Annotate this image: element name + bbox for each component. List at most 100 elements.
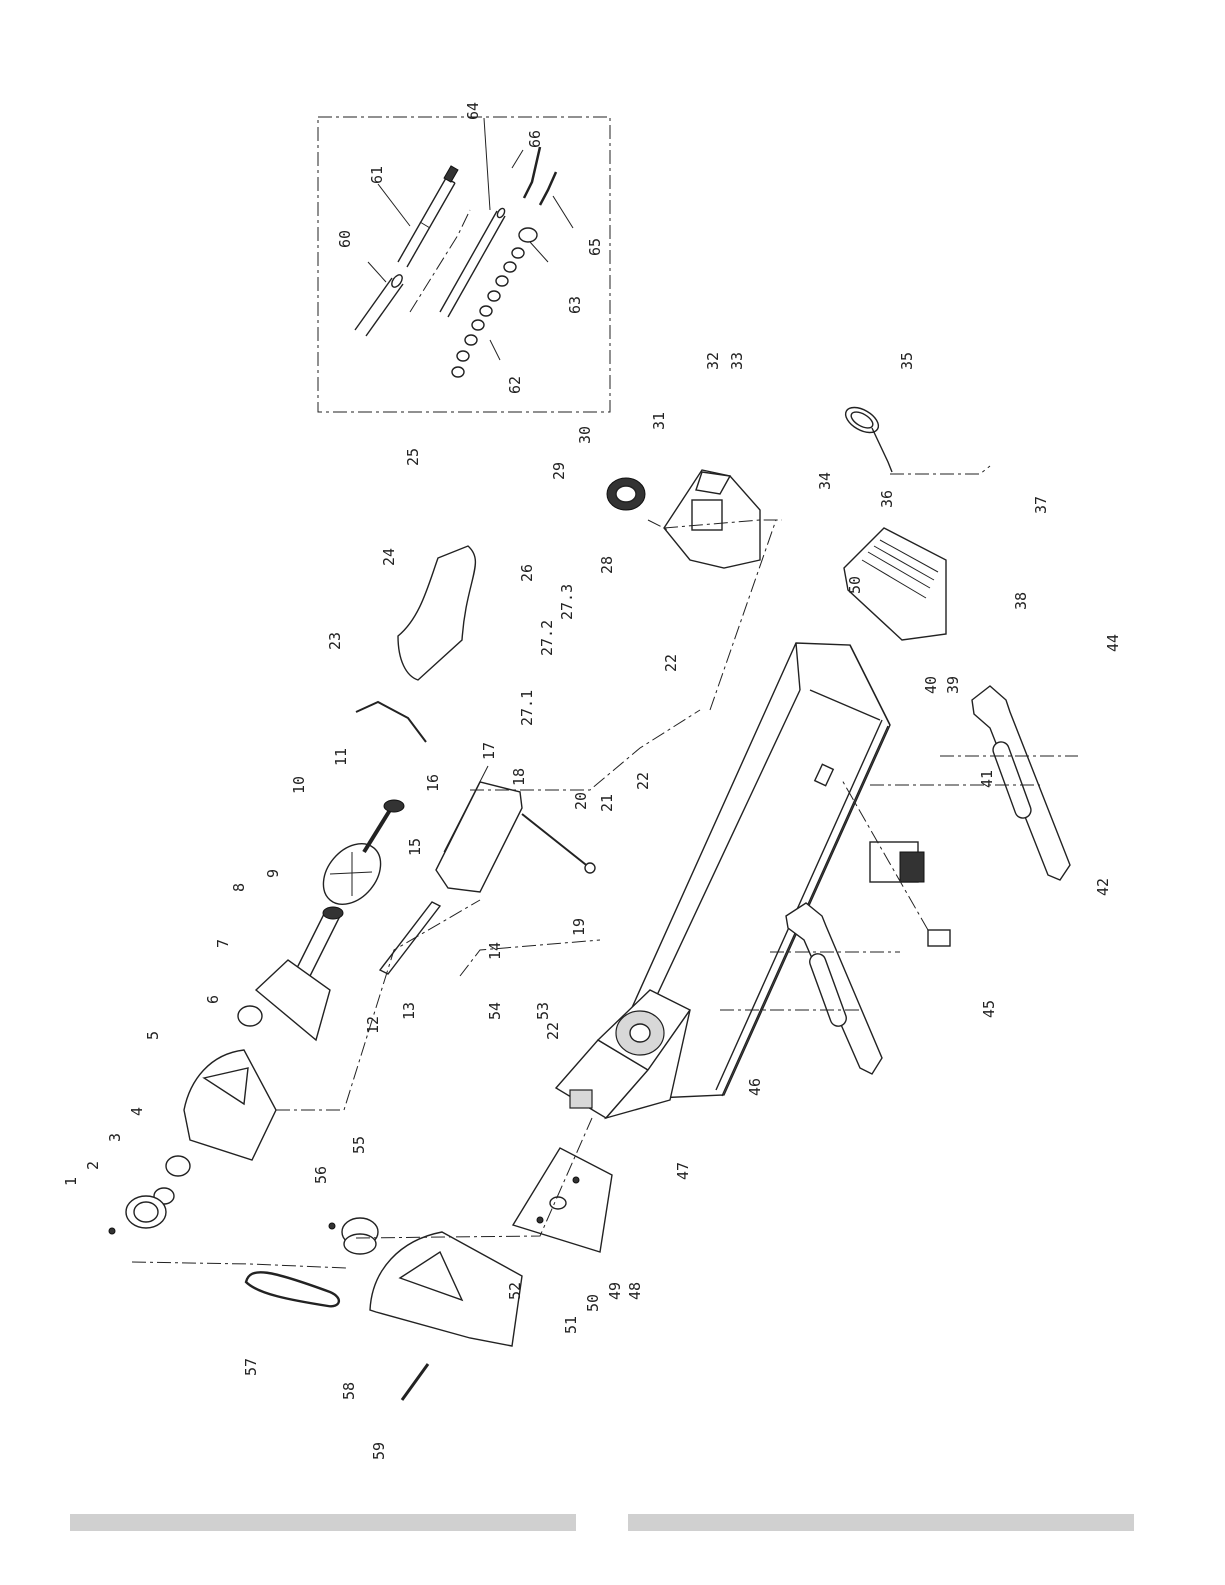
label-22-a: 22	[544, 1022, 562, 1040]
label-8: 8	[230, 883, 248, 892]
label-45: 45	[980, 1000, 998, 1018]
label-16: 16	[424, 774, 442, 792]
label-35: 35	[898, 352, 916, 370]
accessory-kit-box	[318, 117, 610, 412]
label-54: 54	[486, 1002, 504, 1020]
label-12: 12	[364, 1016, 382, 1034]
label-59: 59	[370, 1442, 388, 1460]
part-20-rod	[522, 814, 595, 873]
part-45-switch	[870, 842, 950, 946]
part-24-guard	[398, 546, 475, 680]
part-11-shaft	[364, 800, 404, 852]
label-41: 41	[978, 770, 996, 788]
label-42: 42	[1094, 878, 1112, 896]
label-60: 60	[336, 230, 354, 248]
part-48-motor-plate	[513, 1148, 612, 1252]
label-29: 29	[550, 462, 568, 480]
part-61-spindle	[398, 166, 458, 267]
label-14: 14	[486, 942, 504, 960]
part-5-housing	[184, 1050, 276, 1160]
label-47: 47	[674, 1162, 692, 1180]
label-25: 25	[404, 448, 422, 466]
part-63-washer	[519, 228, 537, 242]
label-27-1: 27.1	[518, 690, 536, 726]
label-19: 19	[570, 918, 588, 936]
label-26: 26	[518, 564, 536, 582]
part-58-belt-cover	[370, 1232, 522, 1346]
part-2-pulley	[126, 1196, 166, 1228]
part-66-hex-key	[524, 147, 540, 198]
label-49: 49	[606, 1282, 624, 1300]
part-6-bearing	[238, 1006, 262, 1026]
part-59-screw	[402, 1364, 428, 1400]
label-24: 24	[380, 548, 398, 566]
label-39: 39	[944, 676, 962, 694]
label-34: 34	[816, 472, 834, 490]
label-30: 30	[576, 426, 594, 444]
label-31: 31	[650, 412, 668, 430]
label-22-b: 22	[634, 772, 652, 790]
label-6: 6	[204, 995, 222, 1004]
part-30-knob	[607, 478, 645, 510]
label-5: 5	[144, 1031, 162, 1040]
label-33: 33	[728, 352, 746, 370]
part-labels: 1 2 3 4 5 6 7 8 9 10 11 12 13 14 15 16 1…	[62, 102, 1122, 1460]
label-3: 3	[106, 1133, 124, 1142]
label-21: 21	[598, 794, 616, 812]
label-44: 44	[1104, 634, 1122, 652]
label-57: 57	[242, 1358, 260, 1376]
part-10-disc	[312, 833, 392, 916]
label-53: 53	[534, 1002, 552, 1020]
label-40: 40	[922, 676, 940, 694]
label-62: 62	[506, 376, 524, 394]
part-47-motor	[556, 990, 690, 1118]
label-2: 2	[84, 1161, 102, 1170]
label-58: 58	[340, 1382, 358, 1400]
label-1: 1	[62, 1177, 80, 1186]
part-56-set-screw	[329, 1223, 335, 1229]
label-61: 61	[368, 166, 386, 184]
label-48: 48	[626, 1282, 644, 1300]
label-36: 36	[878, 490, 896, 508]
label-63: 63	[566, 296, 584, 314]
label-32: 32	[704, 352, 722, 370]
label-28: 28	[598, 556, 616, 574]
foot-bracket-front	[786, 903, 882, 1074]
label-20: 20	[572, 792, 590, 810]
label-51: 51	[562, 1316, 580, 1334]
label-9: 9	[264, 869, 282, 878]
label-22-c: 22	[662, 654, 680, 672]
label-18: 18	[510, 768, 528, 786]
label-66: 66	[526, 130, 544, 148]
part-7-plate	[256, 960, 330, 1040]
label-50-b: 50	[846, 576, 864, 594]
label-46: 46	[746, 1078, 764, 1096]
label-15: 15	[406, 838, 424, 856]
part-62-bushings	[452, 248, 524, 377]
part-65-hex-key	[540, 172, 556, 205]
label-55: 55	[350, 1136, 368, 1154]
label-65: 65	[586, 238, 604, 256]
label-27-3: 27.3	[558, 584, 576, 620]
label-23: 23	[326, 632, 344, 650]
label-38: 38	[1012, 592, 1030, 610]
part-57-belt	[246, 1272, 339, 1306]
part-23-rod	[356, 702, 426, 742]
part-1-screw	[109, 1228, 115, 1234]
part-35-power-cord	[841, 402, 892, 472]
label-64: 64	[464, 102, 482, 120]
label-13: 13	[400, 1002, 418, 1020]
part-55-motor-pulley	[342, 1218, 378, 1254]
label-17: 17	[480, 742, 498, 760]
label-52: 52	[506, 1282, 524, 1300]
part-12-bracket	[380, 902, 440, 974]
footer-bar-right	[628, 1514, 1134, 1531]
label-37: 37	[1032, 496, 1050, 514]
label-50-a: 50	[584, 1294, 602, 1312]
label-10: 10	[290, 776, 308, 794]
label-56: 56	[312, 1166, 330, 1184]
label-4: 4	[128, 1107, 146, 1116]
part-4-bearing	[166, 1156, 190, 1176]
label-7: 7	[214, 939, 232, 948]
